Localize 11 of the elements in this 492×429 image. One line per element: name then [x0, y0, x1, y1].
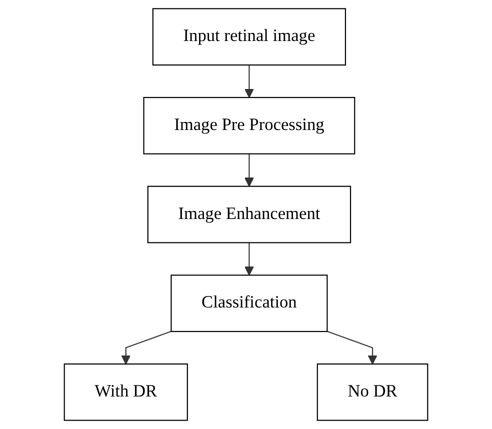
node-box: Input retinal image — [152, 8, 346, 66]
arrow — [244, 154, 254, 187]
node-box: No DR — [316, 363, 428, 421]
arrow — [244, 65, 254, 98]
node-box: Image Pre Processing — [143, 96, 356, 154]
arrow — [327, 330, 378, 364]
node-box: With DR — [64, 363, 188, 421]
arrow — [121, 330, 172, 364]
node-box: Image Enhancement — [147, 186, 352, 244]
arrow — [244, 242, 254, 276]
node-box: Classification — [170, 274, 328, 332]
